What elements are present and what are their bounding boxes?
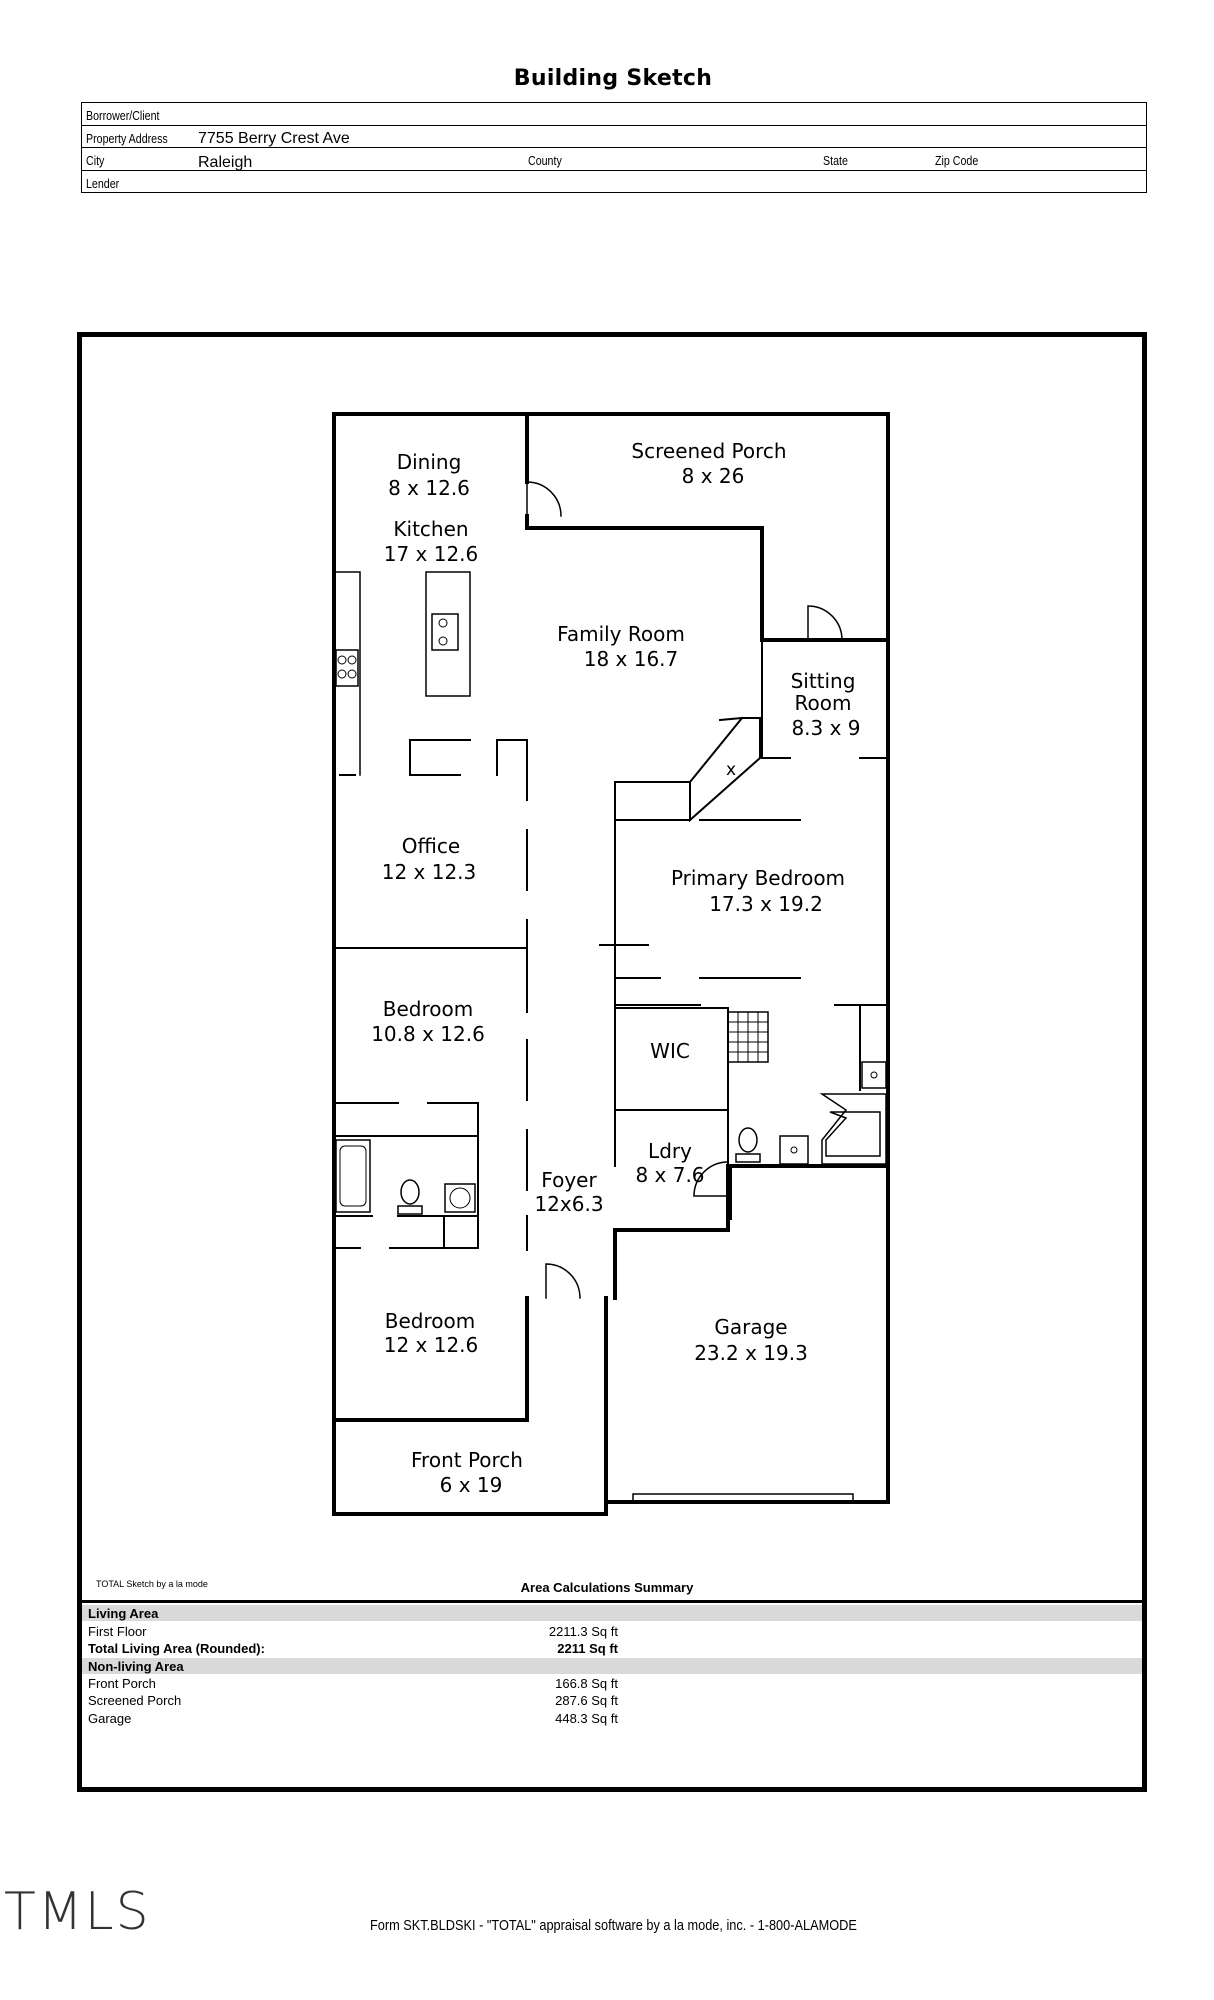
room-name-bedroom-2: Bedroom (385, 1309, 475, 1333)
area-summary-title: Area Calculations Summary (520, 1580, 694, 1595)
garage-door (632, 1493, 854, 1503)
room-dims-garage: 23.2 x 19.3 (694, 1341, 808, 1365)
state-label: State (823, 153, 848, 168)
form-footer: Form SKT.BLDSKI - "TOTAL" appraisal soft… (369, 1917, 857, 1934)
sketch-frame (77, 332, 1147, 1792)
exterior-walls (332, 412, 890, 1516)
plan-x-mark: x (726, 760, 736, 780)
lender-row: Lender (82, 171, 1146, 194)
page-title: Building Sketch (513, 66, 713, 91)
city-value: Raleigh (198, 154, 253, 171)
bath-sink-icon (444, 1183, 476, 1213)
interior-walls (333, 639, 889, 1251)
room-dims-dining: 8 x 12.6 (388, 476, 470, 500)
address-row: Property Address 7755 Berry Crest Ave (82, 126, 1146, 148)
corner-tub-icon (819, 1093, 887, 1165)
sitting-room-name-line: Sitting (791, 669, 856, 693)
room-name-family-room: Family Room (557, 622, 685, 646)
bath-sink-icon (861, 1061, 887, 1089)
summary-divider (82, 1600, 1142, 1603)
room-dims-foyer: 12x6.3 (534, 1192, 603, 1216)
kitchen-sink-icon (431, 613, 459, 651)
range-icon (335, 649, 359, 687)
room-labels: Dining 8 x 12.6 Kitchen 17 x 12.6 Screen… (371, 439, 860, 1497)
room-name-bedroom-1: Bedroom (383, 997, 473, 1021)
room-dims-family-room: 18 x 16.7 (584, 647, 679, 671)
room-name-dining: Dining (397, 450, 462, 474)
room-name-laundry: Ldry (648, 1139, 692, 1163)
room-dims-primary-bedroom: 17.3 x 19.2 (709, 892, 823, 916)
room-dims-front-porch: 6 x 19 (440, 1473, 503, 1497)
tmls-logo: TMLS (4, 1882, 151, 1942)
city-label: City (86, 153, 105, 168)
borrower-label: Borrower/Client (86, 108, 160, 123)
property-info-table: Borrower/Client Property Address 7755 Be… (81, 102, 1147, 193)
room-dims-sitting-room: 8.3 x 9 (791, 716, 860, 740)
county-label: County (528, 153, 562, 168)
kitchen-counter (333, 571, 361, 776)
room-dims-laundry: 8 x 7.6 (635, 1163, 704, 1187)
city-row: City Raleigh County State Zip Code (82, 148, 1146, 171)
room-name-foyer: Foyer (541, 1168, 597, 1192)
room-name-kitchen: Kitchen (393, 517, 468, 541)
room-name-front-porch: Front Porch (411, 1448, 523, 1472)
room-name-garage: Garage (714, 1315, 787, 1339)
bathtub-icon (335, 1139, 371, 1213)
zip-label: Zip Code (935, 153, 979, 168)
room-name-primary-bedroom: Primary Bedroom (671, 866, 845, 890)
bath-sink-icon (779, 1135, 809, 1165)
room-dims-bedroom-2: 12 x 12.6 (384, 1333, 479, 1357)
doors (526, 481, 843, 1299)
room-name-screened-porch: Screened Porch (631, 439, 786, 463)
address-value: 7755 Berry Crest Ave (198, 129, 350, 147)
angled-wall (614, 716, 761, 823)
shower-icon (727, 1011, 769, 1063)
room-name-wic: WIC (650, 1039, 690, 1063)
room-name-office: Office (402, 834, 460, 858)
room-dims-kitchen: 17 x 12.6 (384, 542, 479, 566)
toilet-icon (735, 1127, 761, 1163)
room-dims-screened-porch: 8 x 26 (682, 464, 745, 488)
room-dims-bedroom-1: 10.8 x 12.6 (371, 1022, 485, 1046)
nonliving-area-header: Non-living Area (82, 1658, 1142, 1674)
sketch-credit: TOTAL Sketch by a la mode (96, 1579, 208, 1589)
borrower-row: Borrower/Client (82, 103, 1146, 126)
sitting-room-name-line: Room (795, 691, 852, 715)
address-label: Property Address (86, 130, 168, 146)
living-area-header: Living Area (82, 1605, 1142, 1621)
kitchen-island (425, 571, 471, 697)
room-dims-office: 12 x 12.3 (382, 860, 477, 884)
toilet-icon (397, 1179, 423, 1215)
lender-label: Lender (86, 175, 120, 191)
floor-plan: Dining 8 x 12.6 Kitchen 17 x 12.6 Screen… (332, 412, 890, 1516)
